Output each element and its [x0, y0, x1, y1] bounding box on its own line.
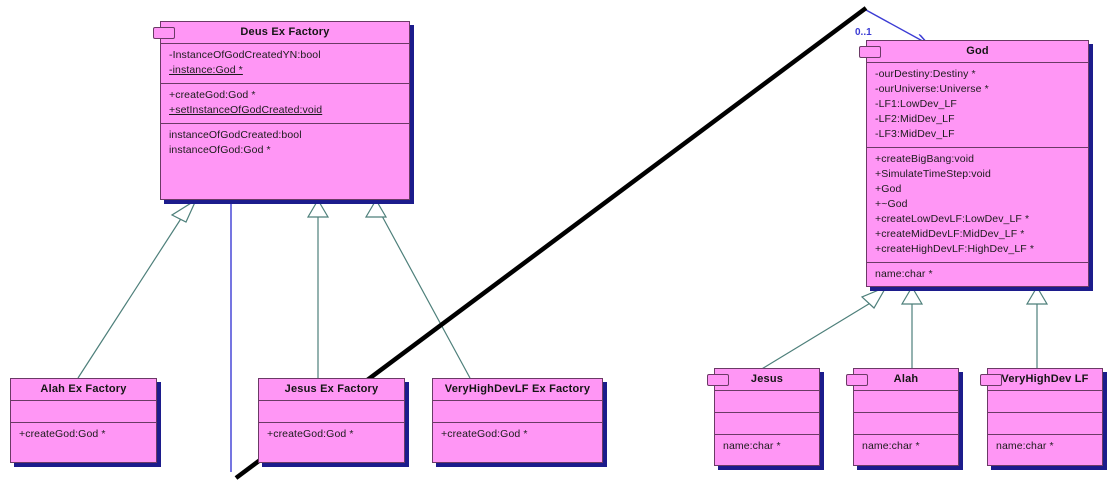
class-section-operations: +createGod:God *: [259, 423, 404, 447]
class-section-operations: +createBigBang:void +SimulateTimeStep:vo…: [867, 148, 1088, 264]
class-section-attributes: [854, 391, 958, 414]
generalization-jesusexfactory-to-deusexfactory: [306, 198, 330, 378]
class-box-alah-ex-factory[interactable]: Alah Ex Factory +createGod:God *: [10, 378, 157, 463]
class-title-deus-ex-factory: Deus Ex Factory: [161, 22, 409, 45]
class-member: -instance:God *: [169, 64, 243, 77]
class-title-jesus-ex-factory: Jesus Ex Factory: [259, 379, 404, 402]
class-section-attributes: [988, 391, 1102, 414]
class-box-jesus-ex-factory[interactable]: Jesus Ex Factory +createGod:God *: [258, 378, 405, 463]
class-box-god[interactable]: God -ourDestiny:Destiny * -ourUniverse:U…: [859, 40, 1089, 287]
class-section-attributes: -ourDestiny:Destiny * -ourUniverse:Unive…: [867, 63, 1088, 149]
class-handle-icon: [980, 374, 1002, 386]
class-section-attributes: [715, 391, 819, 414]
class-member: +createGod:God *: [441, 428, 528, 441]
generalization-alahexfactory-to-deusexfactory: [77, 198, 198, 379]
class-box-jesus[interactable]: Jesus name:char *: [707, 368, 820, 466]
class-title-veryhighdevlf-ex-factory: VeryHighDevLF Ex Factory: [433, 379, 602, 402]
class-section-extras: name:char *: [854, 435, 958, 459]
generalization-veryhighdevlf-to-god: [1025, 285, 1049, 370]
class-member: -LF1:LowDev_LF: [875, 98, 957, 111]
class-member: +createGod:God *: [19, 428, 106, 441]
class-title-alah: Alah: [854, 369, 958, 392]
class-section-attributes: [433, 401, 602, 424]
class-member: +createGod:God *: [267, 428, 354, 441]
class-section-extras: name:char *: [867, 263, 1088, 287]
class-section-operations: +createGod:God *: [433, 423, 602, 447]
class-title-alah-ex-factory: Alah Ex Factory: [11, 379, 156, 402]
class-member: +createGod:God *: [169, 89, 256, 102]
class-member: +setInstanceOfGodCreated:void: [169, 104, 323, 117]
class-handle-icon: [153, 27, 175, 39]
generalization-alah-to-god: [900, 285, 924, 370]
class-member: +createMidDevLF:MidDev_LF *: [875, 228, 1025, 241]
class-title-jesus: Jesus: [715, 369, 819, 392]
class-member: +~God: [875, 198, 908, 211]
class-member: -ourUniverse:Universe *: [875, 83, 989, 96]
class-section-operations: [988, 413, 1102, 436]
multiplicity-label-god: 0..1: [855, 27, 872, 38]
class-title-veryhighdev-lf: VeryHighDev LF: [988, 369, 1102, 392]
class-section-operations: +createGod:God * +setInstanceOfGodCreate…: [161, 84, 409, 125]
class-member: name:char *: [723, 440, 781, 453]
generalization-veryhighdevlfexfactory-to-deusexfactory: [364, 198, 471, 379]
class-member: instanceOfGod:God *: [169, 144, 271, 157]
class-box-veryhighdev-lf[interactable]: VeryHighDev LF name:char *: [980, 368, 1103, 466]
generalization-jesus-to-god: [759, 285, 888, 371]
class-box-deus-ex-factory[interactable]: Deus Ex Factory -InstanceOfGodCreatedYN:…: [153, 21, 410, 200]
class-member: -ourDestiny:Destiny *: [875, 68, 976, 81]
class-section-attributes: [11, 401, 156, 424]
class-member: -InstanceOfGodCreatedYN:bool: [169, 49, 321, 62]
class-handle-icon: [846, 374, 868, 386]
class-member: +createHighDevLF:HighDev_LF *: [875, 243, 1035, 256]
class-section-operations: +createGod:God *: [11, 423, 156, 447]
class-box-veryhighdevlf-ex-factory[interactable]: VeryHighDevLF Ex Factory +createGod:God …: [432, 378, 603, 463]
class-handle-icon: [707, 374, 729, 386]
class-section-attributes: [259, 401, 404, 424]
class-member: +God: [875, 183, 902, 196]
class-section-extras: name:char *: [988, 435, 1102, 459]
class-section-attributes: -InstanceOfGodCreatedYN:bool -instance:G…: [161, 44, 409, 85]
class-title-god: God: [867, 41, 1088, 64]
class-member: instanceOfGodCreated:bool: [169, 129, 302, 142]
class-member: +createLowDevLF:LowDev_LF *: [875, 213, 1030, 226]
class-member: +createBigBang:void: [875, 153, 975, 166]
class-section-operations: [854, 413, 958, 436]
class-member: name:char *: [875, 268, 933, 281]
class-member: +SimulateTimeStep:void: [875, 168, 991, 181]
class-box-alah[interactable]: Alah name:char *: [846, 368, 959, 466]
class-member: name:char *: [996, 440, 1054, 453]
class-member: name:char *: [862, 440, 920, 453]
class-member: -LF2:MidDev_LF: [875, 113, 955, 126]
class-section-extras: name:char *: [715, 435, 819, 459]
class-member: -LF3:MidDev_LF: [875, 128, 955, 141]
class-handle-icon: [859, 46, 881, 58]
class-section-operations: [715, 413, 819, 436]
class-section-extras: instanceOfGodCreated:bool instanceOfGod:…: [161, 124, 409, 163]
